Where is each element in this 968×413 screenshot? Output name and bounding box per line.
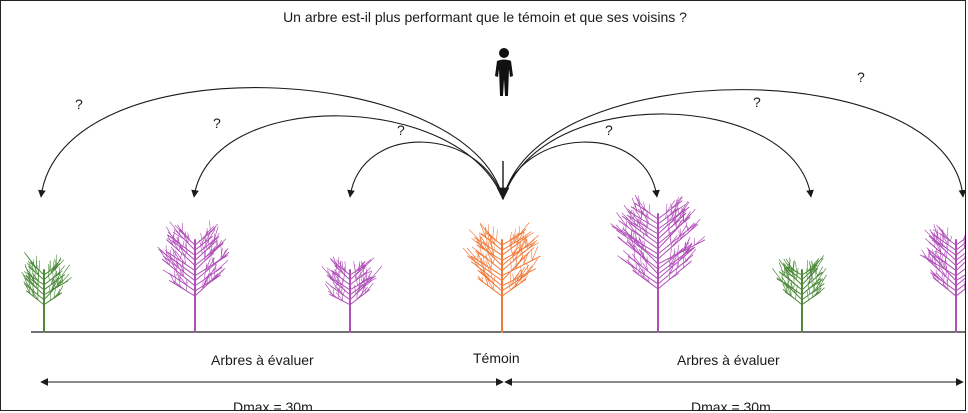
tree-purple-1 — [157, 220, 230, 333]
trees-group — [21, 194, 965, 333]
diagram-title: Un arbre est-il plus performant que le t… — [283, 9, 687, 25]
question-mark-right-far: ? — [857, 69, 865, 85]
tree-purple-3 — [610, 194, 706, 333]
label-temoin: Témoin — [473, 350, 520, 366]
distance-label-left: Dmax = 30m — [233, 399, 313, 411]
tree-purple-2 — [321, 256, 383, 333]
label-right-group: Arbres à évaluer — [677, 352, 780, 368]
question-mark-left-near: ? — [397, 122, 405, 138]
arc-right-far — [502, 89, 965, 200]
question-mark-right-mid: ? — [753, 94, 761, 110]
tree-green-left — [21, 252, 72, 333]
arc-left-mid — [191, 115, 504, 200]
arc-right-near — [502, 141, 660, 200]
arc-left-far — [38, 87, 504, 200]
arc-right-mid — [502, 113, 814, 200]
question-mark-left-far: ? — [75, 96, 83, 112]
tree-temoin — [462, 222, 541, 333]
tree-green-right — [772, 255, 827, 333]
distance-label-right: Dmax = 30m — [691, 399, 771, 411]
label-left-group: Arbres à évaluer — [211, 352, 314, 368]
question-mark-right-near: ? — [605, 122, 613, 138]
tree-purple-4 — [920, 224, 965, 333]
person-icon — [495, 48, 513, 96]
question-mark-left-mid: ? — [213, 115, 221, 131]
arc-left-near — [347, 141, 504, 200]
